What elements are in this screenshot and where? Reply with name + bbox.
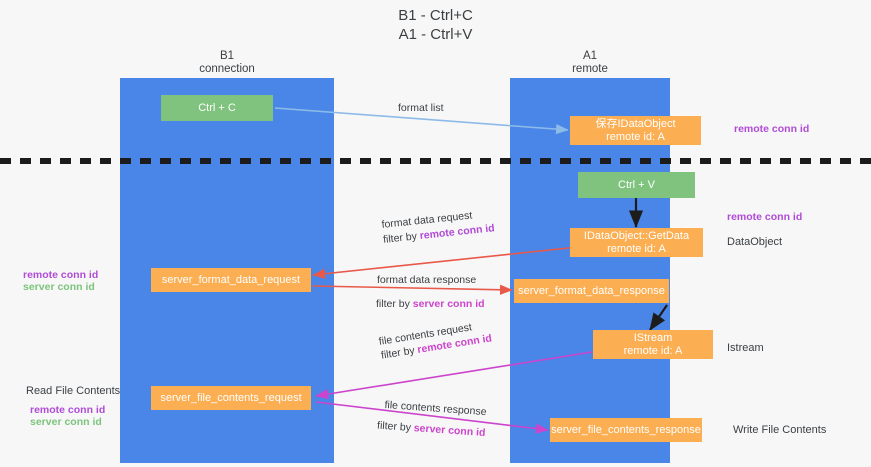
edge-label-format-data-response: format data response [377, 274, 477, 286]
annotation-left-server-conn-id-bottom: server conn id [30, 416, 102, 428]
box-istream[interactable]: IStream remote id: A [593, 330, 713, 359]
box-server-file-contents-response[interactable]: server_file_contents_response [550, 418, 702, 442]
edge-label-file-contents-response: file contents response [384, 399, 487, 419]
annotation-left-server-conn-id-mid: server conn id [23, 281, 95, 293]
annotation-remote-conn-id-top: remote conn id [734, 123, 810, 135]
edge-label-fdr-filter-prefix: filter by [382, 230, 421, 246]
edge-label-fcres-filter-key: server conn id [413, 422, 486, 440]
annotation-remote-conn-id-mid: remote conn id [727, 211, 803, 223]
box-ctrl-v[interactable]: Ctrl + V [578, 172, 695, 198]
annotation-dataobject: DataObject [727, 236, 783, 248]
edge-label-file-contents-request-group: file contents request filter by remote c… [378, 318, 493, 361]
edge-label-file-contents-response-group: file contents response filter by server … [377, 399, 493, 439]
edge-label-format-data-response-group: format data response filter by server co… [376, 274, 486, 310]
annotation-left-remote-conn-id-mid: remote conn id [23, 269, 99, 281]
box-server-file-contents-request[interactable]: server_file_contents_request [151, 386, 311, 410]
lane-b1-title: B1 connection [199, 50, 255, 75]
box-save-idataobject[interactable]: 保存IDataObject remote id: A [570, 116, 701, 145]
box-ctrl-c[interactable]: Ctrl + C [161, 95, 273, 121]
edge-label-fdres-filter-prefix: filter by [376, 298, 413, 310]
box-idataobject-getdata[interactable]: IDataObject::GetData remote id: A [570, 228, 703, 257]
annotation-left-remote-conn-id-bottom: remote conn id [30, 404, 106, 416]
box-server-format-data-request[interactable]: server_format_data_request [151, 268, 311, 292]
edge-label-format-data-request-group: format data request filter by remote con… [381, 207, 495, 245]
edge-label-fcres-filter-prefix: filter by [376, 419, 415, 435]
annotation-write-file-contents: Write File Contents [733, 424, 827, 436]
annotation-istream: Istream [727, 342, 764, 354]
box-server-format-data-response[interactable]: server_format_data_response [514, 279, 669, 303]
edge-label-format-list: format list [398, 102, 444, 114]
annotation-read-file-contents: Read File Contents [26, 385, 121, 397]
page-title: B1 - Ctrl+C A1 - Ctrl+V [398, 7, 473, 43]
edge-label-fdres-filter-key: server conn id [412, 298, 485, 310]
lane-a1-title: A1 remote [572, 50, 608, 75]
